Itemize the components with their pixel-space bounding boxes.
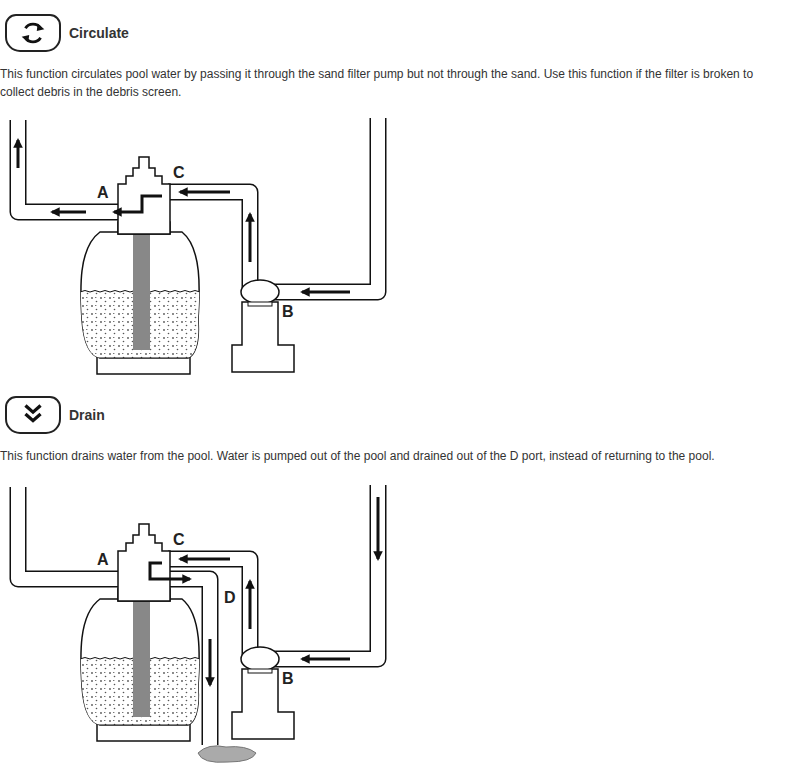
port-letter: C — [173, 164, 185, 182]
section-heading: Drain — [69, 407, 105, 423]
port-letter: B — [282, 303, 294, 321]
port-letter: A — [97, 184, 109, 202]
port-letter: B — [282, 670, 294, 688]
port-letter: C — [173, 531, 185, 549]
port-letter: D — [224, 589, 236, 607]
port-letter: A — [97, 551, 109, 569]
icon-badge: Circulate — [5, 14, 61, 52]
icon-badge: Drain — [5, 396, 61, 434]
section-heading: Circulate — [69, 25, 129, 41]
function-icon — [7, 16, 59, 50]
description: This function circulates pool water by p… — [0, 65, 790, 101]
description: This function drains water from the pool… — [0, 447, 790, 465]
function-icon — [7, 398, 59, 432]
